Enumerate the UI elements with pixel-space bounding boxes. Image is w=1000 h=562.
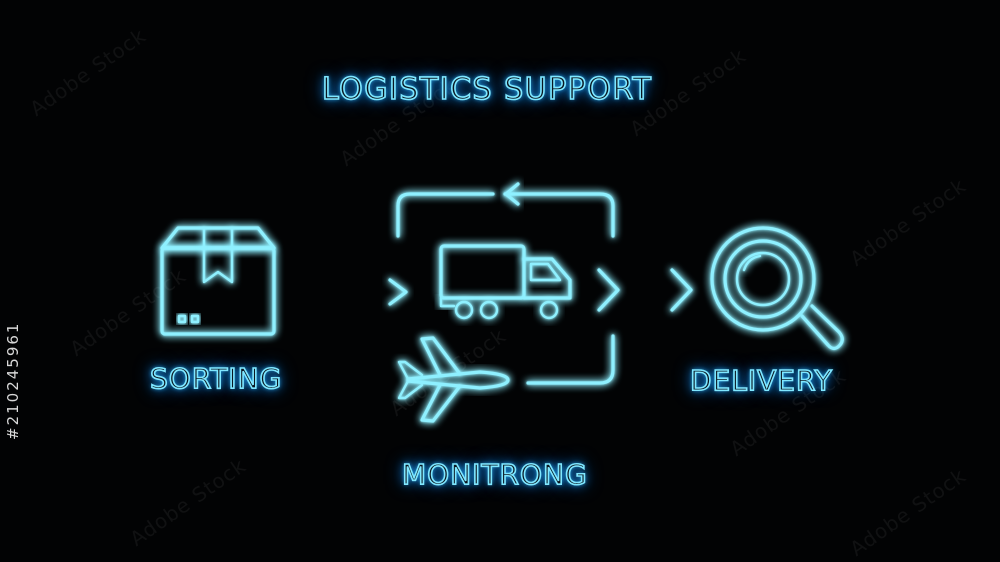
package-box-icon xyxy=(160,226,276,336)
diagram-title: LOGISTICS SUPPORT xyxy=(321,71,653,108)
airplane-icon xyxy=(397,336,510,423)
delivery-truck-icon xyxy=(439,244,572,320)
step-label-sorting: SORTING xyxy=(149,361,283,396)
cycle-arrows-icon xyxy=(396,182,615,385)
step-label-delivery: DELIVERY xyxy=(689,363,833,398)
magnifying-glass-icon xyxy=(710,226,844,351)
arrow-right-icon xyxy=(300,278,408,306)
chevron-right-icon xyxy=(597,268,693,312)
step-label-monitoring: MONITRONG xyxy=(401,457,588,492)
